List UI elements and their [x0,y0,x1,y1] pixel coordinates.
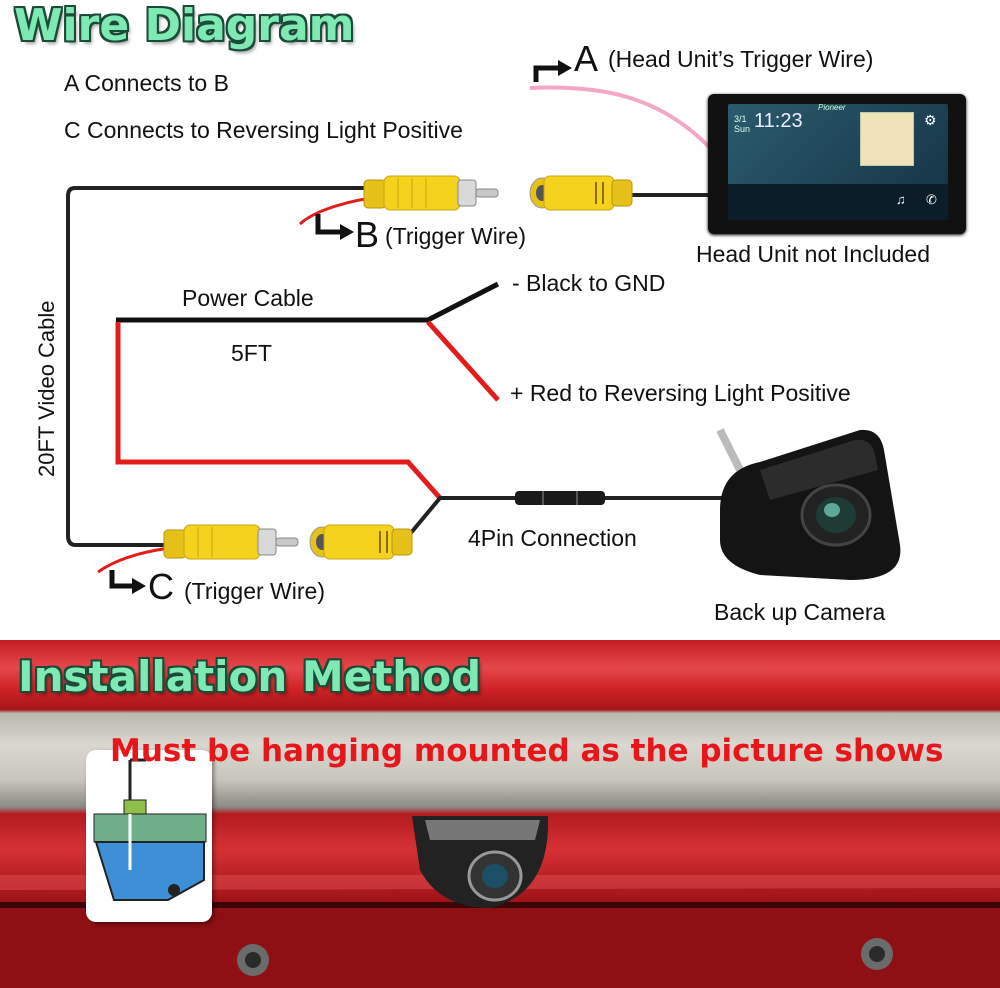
arrow-a-icon [533,65,560,82]
backup-camera [716,428,901,580]
rca-male-bottom [163,524,299,560]
label-c-text: (Trigger Wire) [184,578,325,604]
label-red-reverse: + Red to Reversing Light Positive [510,380,851,406]
wire-diagram-title: Wire Diagram [14,0,355,51]
head-unit-clock: 11:23 [754,110,803,132]
label-camera: Back up Camera [714,599,886,625]
arrow-c-icon [109,570,134,589]
label-power-length: 5FT [231,340,272,366]
trigger-wire-c [97,546,171,574]
label-head-unit: Head Unit not Included [696,241,930,267]
music-icon: ♫ [896,192,906,207]
video-cable [66,186,372,547]
label-video-cable: 20FT Video Cable [34,300,59,477]
gear-icon: ⚙ [924,112,937,128]
installation-photo: Must be hanging mounted as the picture s… [0,640,1000,988]
head-unit-dock [728,184,948,220]
mount-illustration [93,758,207,901]
arrow-b-icon [315,214,342,235]
head-unit-screen: Pioneer 3/1 Sun 11:23 ⚙ ✆ ♫ [728,103,948,220]
label-a-letter: A [574,38,599,79]
label-black-gnd: - Black to GND [512,270,666,296]
album-art [860,112,914,166]
label-c-letter: C [148,566,174,607]
label-b-letter: B [355,214,380,255]
label-four-pin: 4Pin Connection [468,525,637,551]
head-unit-date-top: 3/1 [734,114,747,124]
camera-lead [403,496,760,542]
note-c-to-reverse: C Connects to Reversing Light Positive [64,117,463,143]
head-unit-brand: Pioneer [818,103,846,112]
note-a-to-b: A Connects to B [64,70,229,96]
four-pin-connector [515,491,605,505]
mounting-warning: Must be hanging mounted as the picture s… [110,733,944,769]
head-unit: Pioneer 3/1 Sun 11:23 ⚙ ✆ ♫ [708,94,966,234]
power-red [115,322,442,500]
label-a-text: (Head Unit’s Trigger Wire) [608,46,874,72]
rca-female-bottom [309,524,413,560]
rca-male-top [363,175,499,211]
phone-icon: ✆ [926,192,937,207]
head-unit-date-bottom: Sun [734,124,751,134]
mount-illustration-card [86,750,212,922]
trigger-wire-a [529,85,714,152]
power-red-branch [426,320,500,402]
power-black [116,281,500,323]
label-power-cable: Power Cable [182,285,314,311]
rca-female-top [529,175,633,211]
wiring-diagram [66,60,901,594]
label-b-text: (Trigger Wire) [385,223,526,249]
installation-method-title: Installation Method [18,652,482,701]
